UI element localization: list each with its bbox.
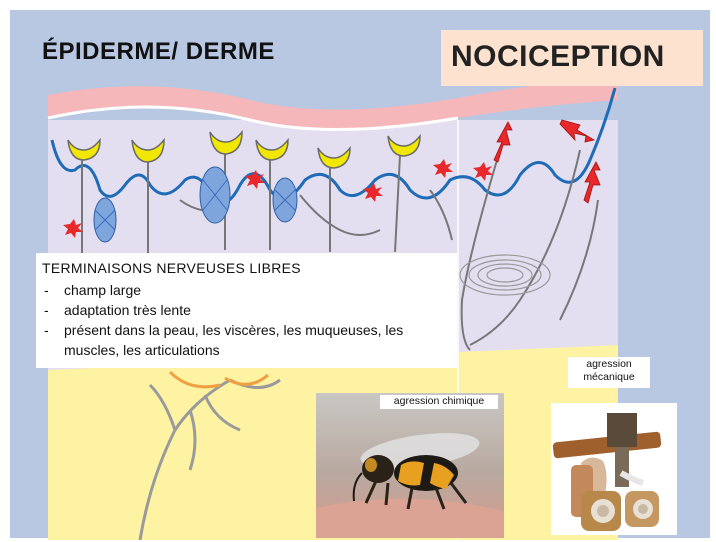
info-box: TERMINAISONS NERVEUSES LIBRES champ larg… xyxy=(36,253,457,368)
lightning-arrow-icon xyxy=(493,121,513,163)
oval-receptors xyxy=(93,166,298,243)
info-item: champ large xyxy=(42,280,452,300)
hammer-photo xyxy=(551,403,677,535)
label-agression-chimique: agression chimique xyxy=(380,395,498,409)
info-item: présent dans la peau, les viscères, les … xyxy=(42,320,452,360)
info-list: champ large adaptation très lente présen… xyxy=(42,280,452,360)
lamellar-corpuscle xyxy=(459,254,551,296)
cup-receptor-icon xyxy=(209,129,243,155)
cup-receptor-icon xyxy=(317,145,351,169)
label-agression-mecanique-line1: agression xyxy=(586,358,632,370)
star-ending-icon xyxy=(245,170,265,189)
cup-receptor-icon xyxy=(387,133,421,157)
lightning-arrow-icon xyxy=(583,161,601,204)
title-epiderme-derme: ÉPIDERME/ DERME xyxy=(42,38,275,65)
star-ending-icon xyxy=(473,162,493,181)
info-heading: TERMINAISONS NERVEUSES LIBRES xyxy=(42,260,301,276)
cup-receptor-icon xyxy=(131,137,165,163)
info-item: adaptation très lente xyxy=(42,300,452,320)
title-box: NOCICEPTION xyxy=(441,30,703,86)
lightning-arrows xyxy=(493,119,601,204)
star-ending-icon xyxy=(63,219,83,238)
star-ending-icon xyxy=(363,183,383,202)
star-ending-icon xyxy=(433,159,453,178)
cup-receptor-icon xyxy=(255,137,289,161)
epidermis-top-edge xyxy=(47,105,459,132)
gland-loops xyxy=(168,370,269,389)
wasp-photo xyxy=(316,393,504,538)
title-nociception: NOCICEPTION xyxy=(451,40,665,73)
epidermis-surface xyxy=(48,78,618,130)
label-agression-mecanique: agression mécanique xyxy=(568,357,650,388)
cup-receptor-icon xyxy=(67,137,101,161)
cup-receptors xyxy=(67,129,421,169)
label-agression-mecanique-line2: mécanique xyxy=(583,371,635,383)
junction-wave xyxy=(50,87,617,205)
lightning-arrow-icon xyxy=(559,119,596,143)
oval-receptor-hatch xyxy=(94,179,296,231)
star-endings xyxy=(63,159,493,238)
